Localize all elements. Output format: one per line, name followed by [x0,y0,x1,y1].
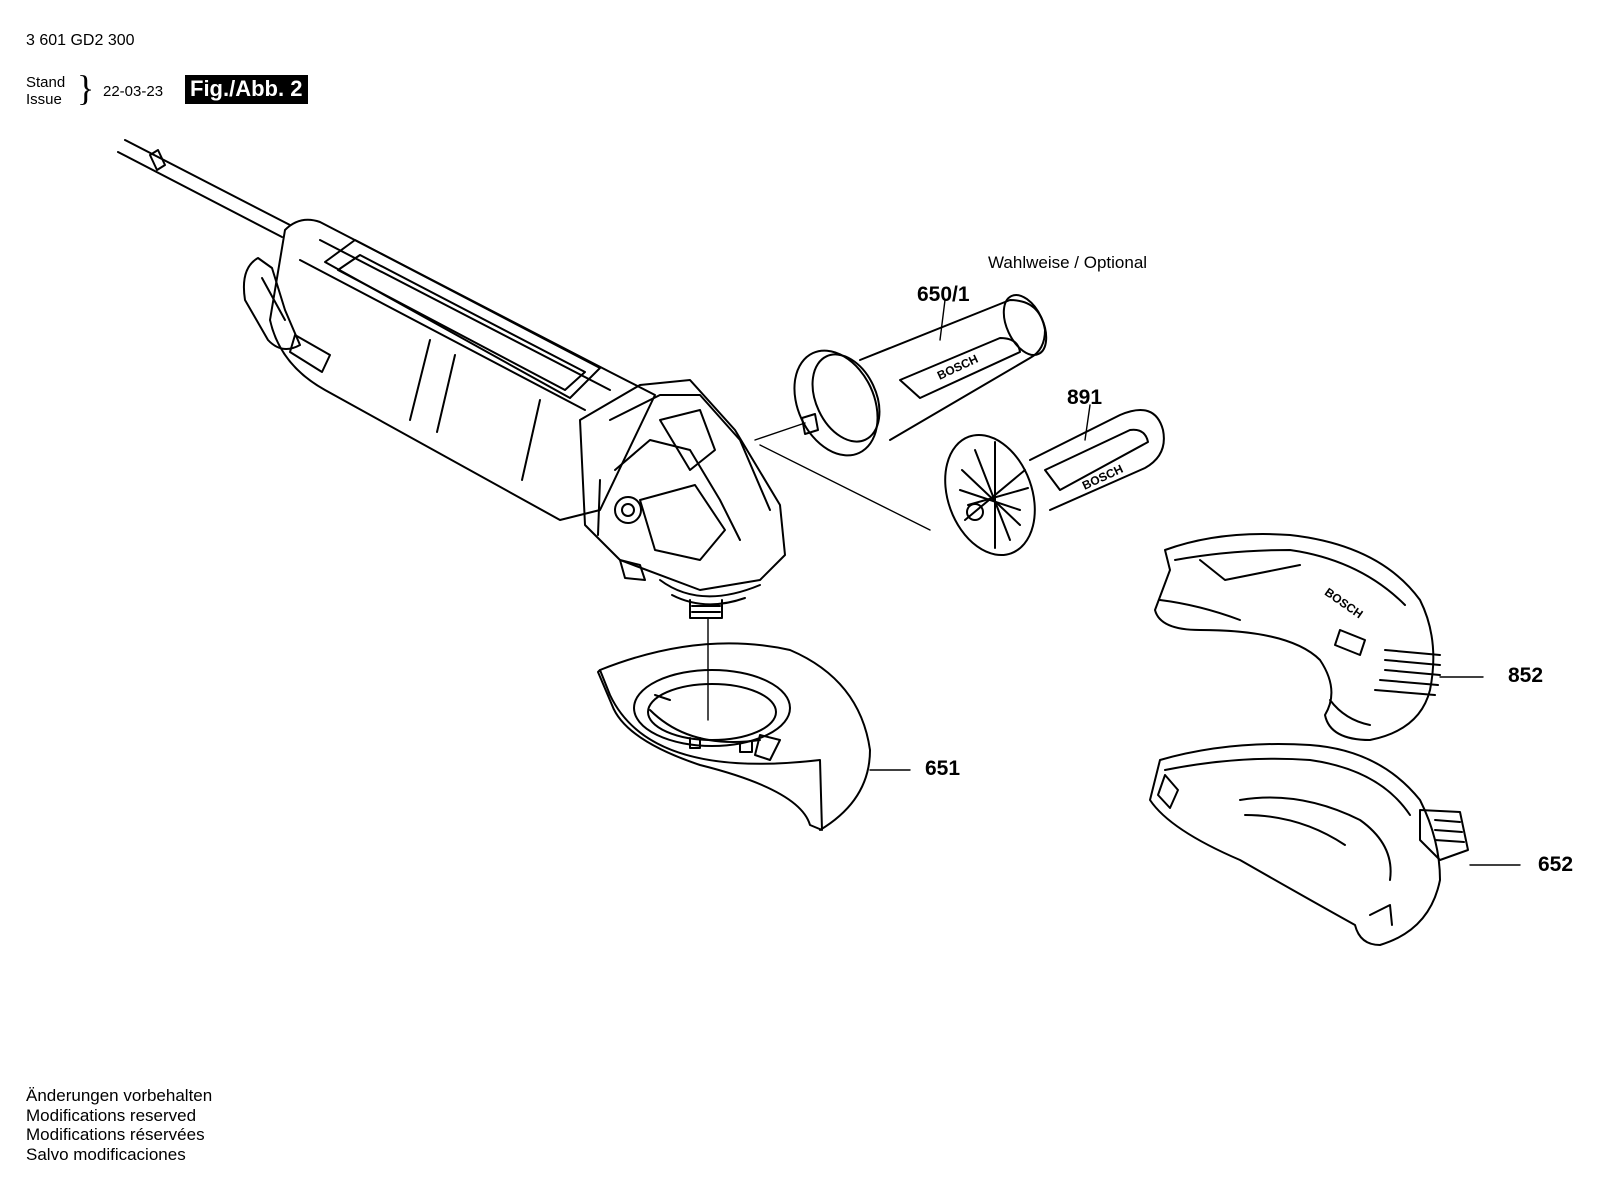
callout-891: 891 [1067,386,1103,409]
handle-650-1 [778,288,1055,469]
guard-651 [598,643,870,830]
stand-label: Stand [26,74,66,91]
optional-note: Wahlweise / Optional [988,253,1148,272]
stand-issue-label: Stand Issue [26,74,65,108]
issue-label: Issue [26,91,62,108]
notice-line-de: Änderungen vorbehalten [26,1086,213,1105]
modifications-notice: Änderungen vorbehalten Modifications res… [26,1086,212,1164]
assembly-lines [708,423,930,720]
handle-891 [929,410,1164,568]
angle-grinder [244,220,785,618]
guard-852 [1155,534,1440,740]
part-number: 3 601 GD2 300 [26,32,135,49]
notice-line-en: Modifications reserved [26,1105,197,1125]
callout-leaders [870,300,1520,865]
guard-652 [1150,744,1468,945]
callout-652: 652 [1538,853,1574,876]
notice-line-es: Salvo modificaciones [26,1144,186,1164]
brace-glyph: } [77,68,95,108]
issue-date: 22-03-23 [103,83,164,100]
callout-852: 852 [1508,664,1544,687]
notice-line-fr: Modifications réservées [26,1125,205,1145]
power-cord [118,140,290,237]
callout-651: 651 [925,757,961,780]
figure-label: Fig./Abb. 2 [185,75,309,104]
callout-650-1: 650/1 [917,283,970,306]
